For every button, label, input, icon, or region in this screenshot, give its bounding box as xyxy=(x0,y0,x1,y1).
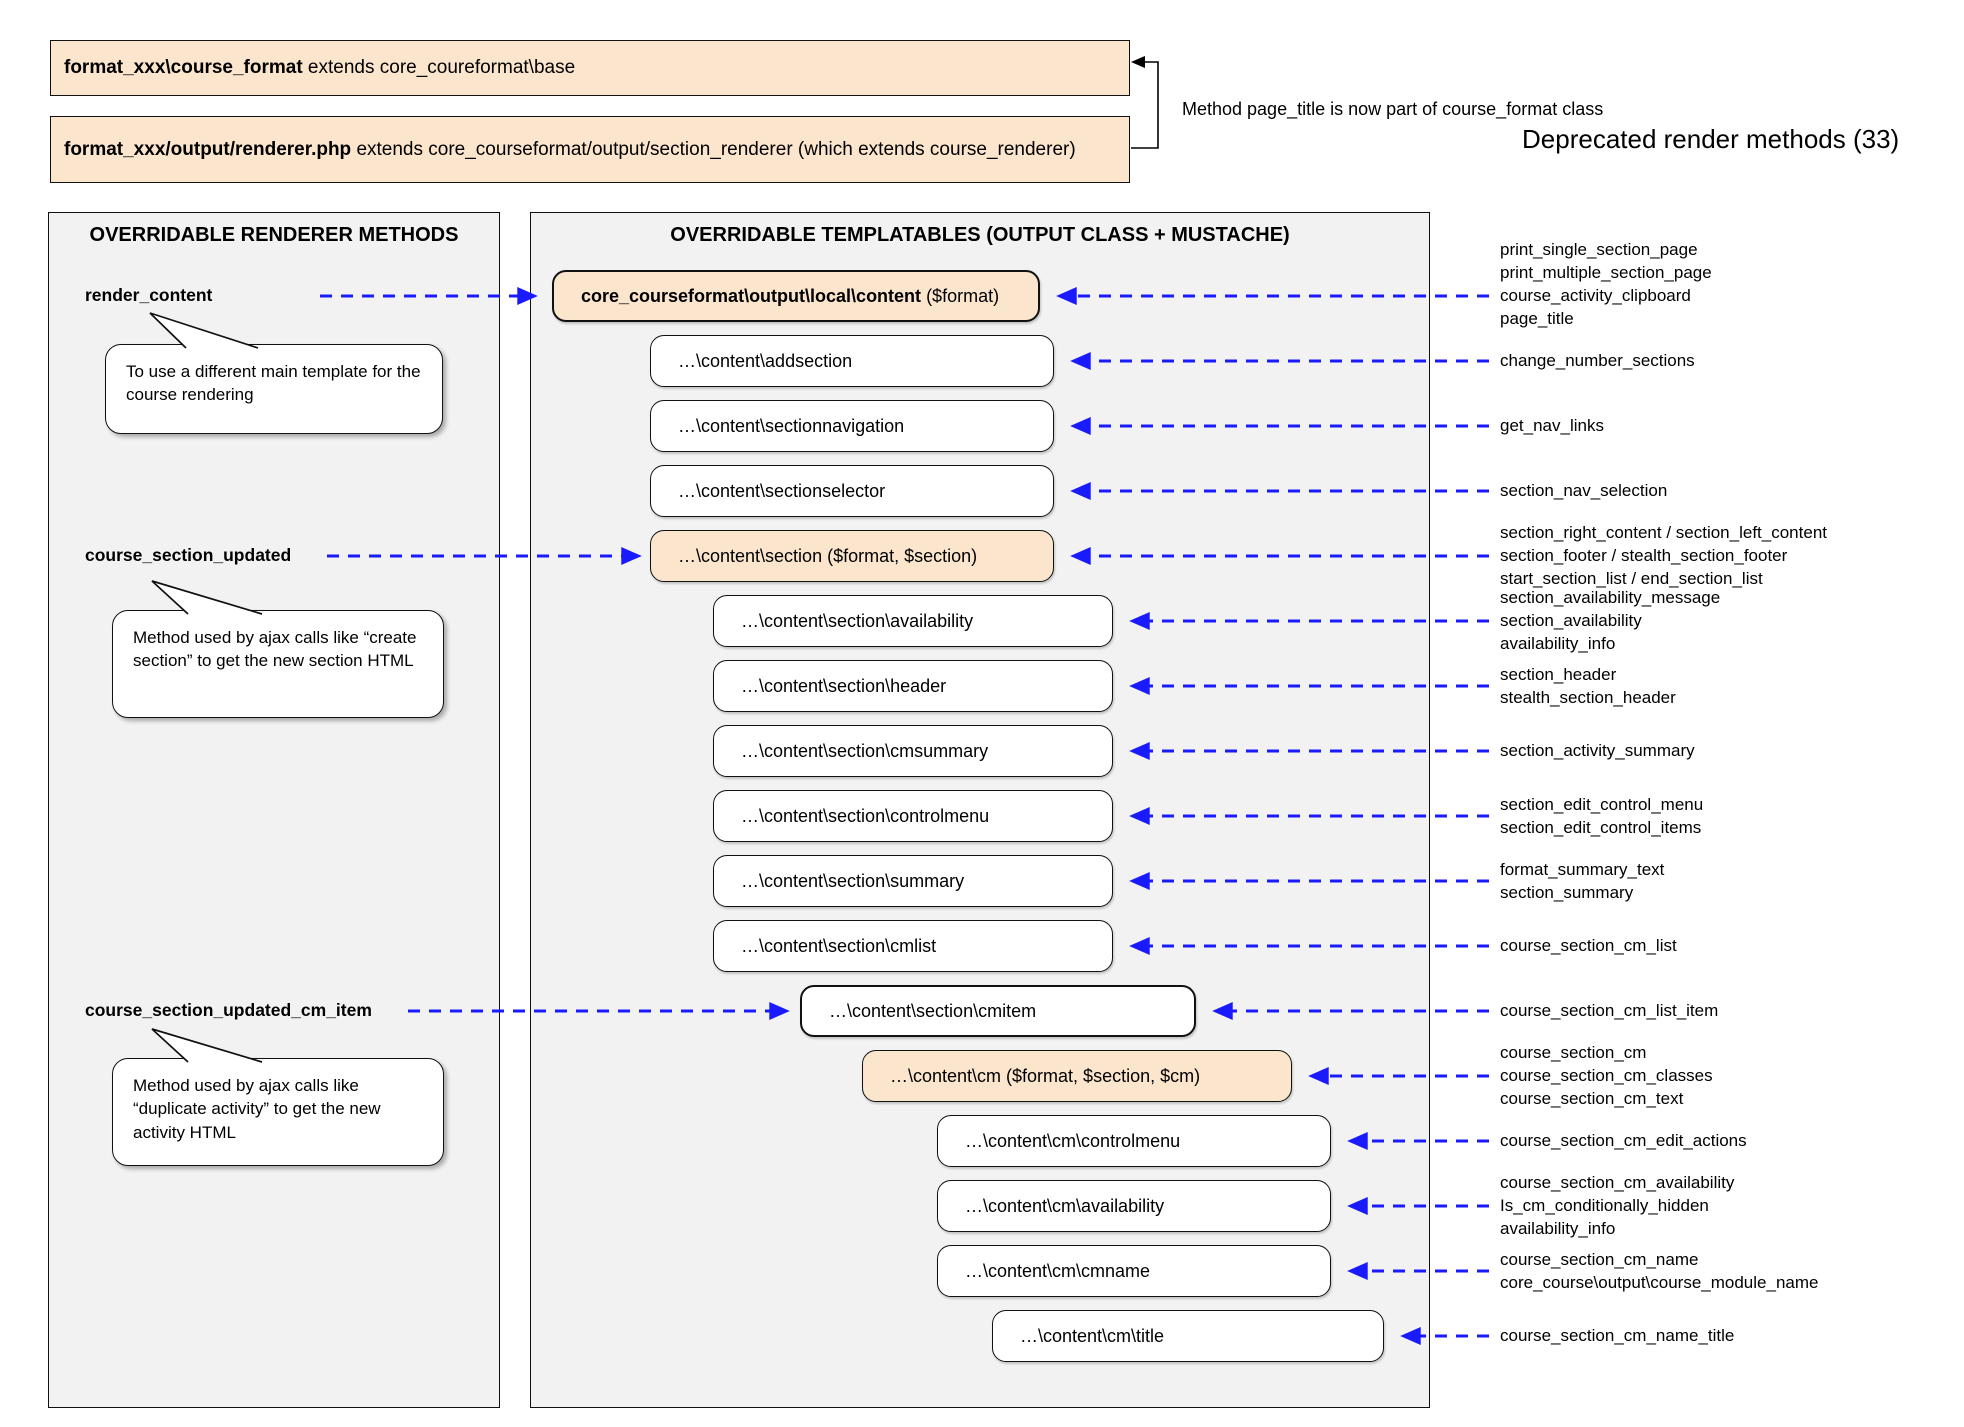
deprecated-group-cm: course_section_cm course_section_cm_clas… xyxy=(1500,1043,1713,1108)
renderer-file-desc: extends core_courseformat/output/section… xyxy=(351,138,1076,160)
deprecated-group-section-cmlist: course_section_cm_list xyxy=(1500,936,1677,955)
method-course-section-updated: course_section_updated xyxy=(85,545,292,565)
templatable-cm-title: …\content\cm\title xyxy=(992,1310,1384,1362)
deprecated-group-section-cmsummary: section_activity_summary xyxy=(1500,741,1695,760)
deprecated-group-cm-title: course_section_cm_name_title xyxy=(1500,1326,1735,1345)
templatable-cm-availability: …\content\cm\availability xyxy=(937,1180,1331,1232)
templatable-sectionnavigation: …\content\sectionnavigation xyxy=(650,400,1054,452)
deprecated-group-addsection: change_number_sections xyxy=(1500,351,1695,370)
templatable-section-cmitem: …\content\section\cmitem xyxy=(800,985,1196,1037)
deprecated-group-cm-availability: course_section_cm_availability Is_cm_con… xyxy=(1500,1173,1735,1238)
deprecated-group-section: section_right_content / section_left_con… xyxy=(1500,523,1827,588)
deprecated-group-cm-cmname: course_section_cm_name core_course\outpu… xyxy=(1500,1250,1819,1292)
deprecated-group-sectionnavigation: get_nav_links xyxy=(1500,416,1604,435)
templatable-addsection: …\content\addsection xyxy=(650,335,1054,387)
callout-course-section-updated-cm-item: Method used by ajax calls like “duplicat… xyxy=(112,1058,444,1166)
templatable-sectionselector: …\content\sectionselector xyxy=(650,465,1054,517)
deprecated-group-section-controlmenu: section_edit_control_menu section_edit_c… xyxy=(1500,795,1704,837)
deprecated-group-section-availability: section_availability_message section_ava… xyxy=(1500,588,1721,653)
templatable-cm-cmname: …\content\cm\cmname xyxy=(937,1245,1331,1297)
course-format-class-box: format_xxx\course_format extends core_co… xyxy=(50,40,1130,96)
deprecated-group-cm-controlmenu: course_section_cm_edit_actions xyxy=(1500,1131,1747,1150)
method-render-content: render_content xyxy=(85,285,213,305)
page-title-note: Method page_title is now part of course_… xyxy=(1182,99,1604,119)
renderer-file-name: format_xxx/output/renderer.php xyxy=(64,138,352,160)
templatables-panel-title: OVERRIDABLE TEMPLATABLES (OUTPUT CLASS +… xyxy=(670,224,1290,246)
deprecated-group-content: print_single_section_page print_multiple… xyxy=(1500,240,1712,328)
templatable-section-summary: …\content\section\summary xyxy=(713,855,1113,907)
templatable-section-controlmenu: …\content\section\controlmenu xyxy=(713,790,1113,842)
templatable-section-cmlist: …\content\section\cmlist xyxy=(713,920,1113,972)
templatable-section: …\content\section ($format, $section) xyxy=(650,530,1054,582)
callout-render-content: To use a different main template for the… xyxy=(105,344,443,434)
course-format-class-name: format_xxx\course_format xyxy=(64,57,303,79)
templatable-content: core_courseformat\output\local\content (… xyxy=(552,270,1040,322)
templatable-content-args: ($format) xyxy=(921,285,1000,306)
deprecated-group-section-summary: format_summary_text section_summary xyxy=(1500,860,1665,902)
templatable-section-cmsummary: …\content\section\cmsummary xyxy=(713,725,1113,777)
deprecated-group-section-cmitem: course_section_cm_list_item xyxy=(1500,1001,1719,1020)
templatable-content-class: core_courseformat\output\local\content xyxy=(581,285,922,306)
renderer-file-box: format_xxx/output/renderer.php extends c… xyxy=(50,116,1130,183)
page-title-bracket xyxy=(1131,56,1159,149)
deprecated-group-section-header: section_header stealth_section_header xyxy=(1500,665,1676,707)
course-format-class-desc: extends core_coureformat\base xyxy=(302,57,576,79)
deprecated-methods-title: Deprecated render methods (33) xyxy=(1522,124,1900,154)
method-course-section-updated-cm-item: course_section_updated_cm_item xyxy=(85,1000,372,1020)
templatable-section-availability: …\content\section\availability xyxy=(713,595,1113,647)
renderer-methods-panel-title: OVERRIDABLE RENDERER METHODS xyxy=(89,224,459,246)
templatable-section-header: …\content\section\header xyxy=(713,660,1113,712)
callout-course-section-updated: Method used by ajax calls like “create s… xyxy=(112,610,444,718)
templatable-cm-controlmenu: …\content\cm\controlmenu xyxy=(937,1115,1331,1167)
deprecated-group-sectionselector: section_nav_selection xyxy=(1500,481,1668,500)
templatable-cm: …\content\cm ($format, $section, $cm) xyxy=(862,1050,1292,1102)
